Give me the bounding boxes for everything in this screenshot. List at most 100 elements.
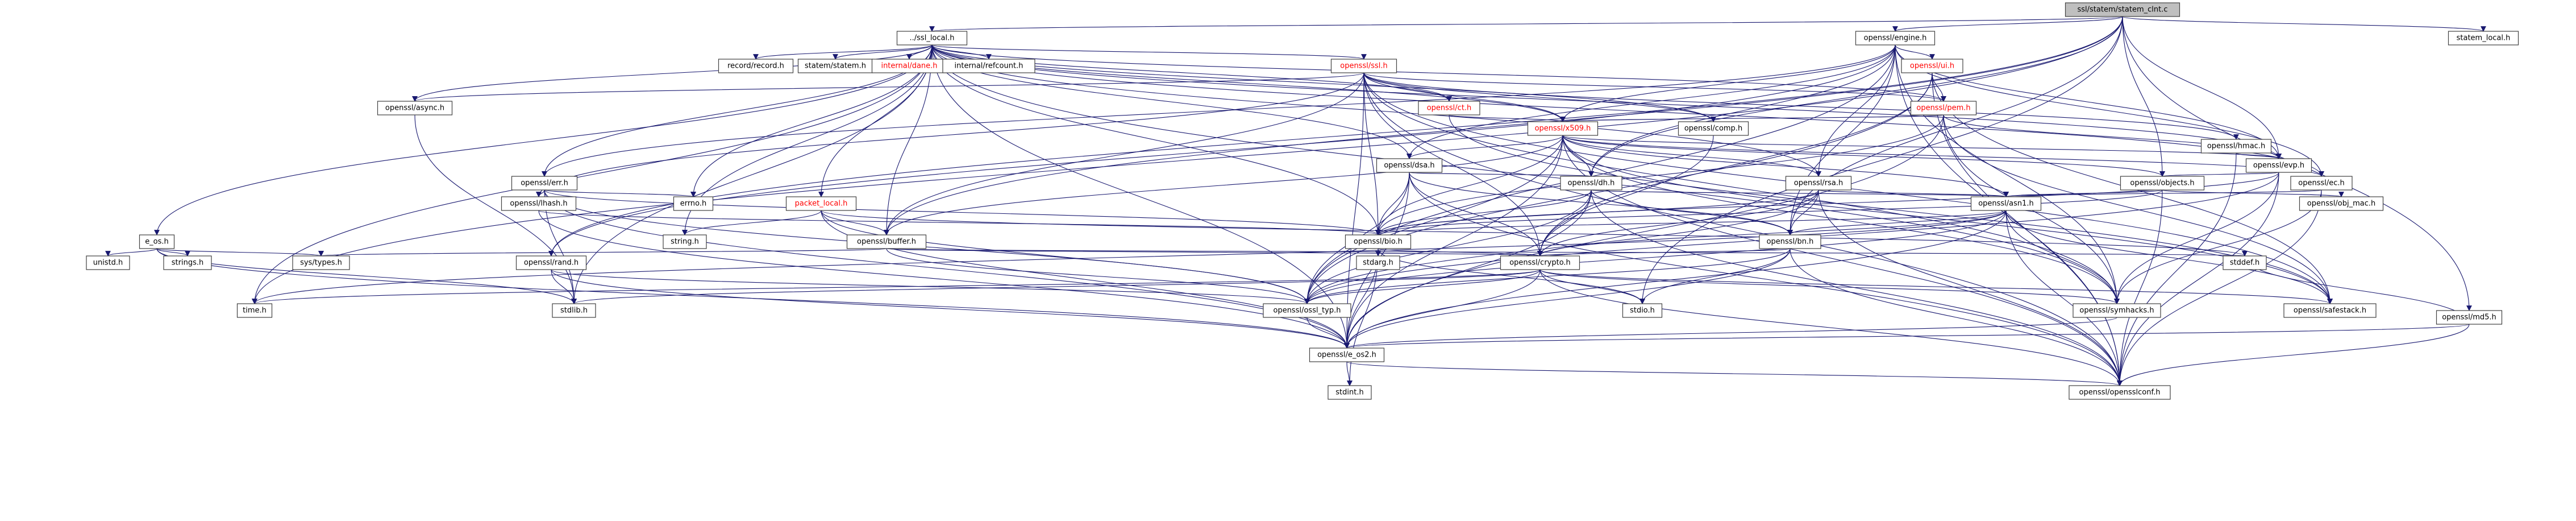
- node-stddef[interactable]: stddef.h: [2223, 255, 2267, 270]
- edge-rsa-to-asn1: [1818, 189, 2009, 197]
- node-box: [1560, 176, 1622, 191]
- node-box: [1330, 59, 1397, 73]
- edge-ssl_local-to-ec: [931, 44, 2324, 177]
- node-label: openssl/evp.h: [2253, 162, 2304, 170]
- node-unistd[interactable]: unistd.h: [86, 255, 130, 270]
- node-crypto[interactable]: openssl/crypto.h: [1500, 255, 1580, 270]
- edge-buffer-to-stddef: [886, 248, 2246, 257]
- node-box: [2283, 303, 2377, 318]
- node-box: [1785, 176, 1852, 191]
- node-label: internal/refcount.h: [955, 62, 1023, 71]
- node-label: openssl/ssl.h: [1340, 62, 1388, 71]
- node-errno[interactable]: errno.h: [673, 196, 714, 211]
- node-pem[interactable]: openssl/pem.h: [1910, 101, 1977, 115]
- node-time[interactable]: time.h: [236, 303, 273, 318]
- node-safestack[interactable]: openssl/safestack.h: [2283, 303, 2377, 318]
- node-statem[interactable]: statem/statem.h: [797, 59, 873, 73]
- node-lhash[interactable]: openssl/lhash.h: [501, 196, 577, 211]
- node-strings[interactable]: strings.h: [163, 255, 212, 270]
- edge-dsa-to-bio: [1375, 172, 1410, 235]
- node-statem_local[interactable]: statem_local.h: [2448, 31, 2519, 46]
- node-rand[interactable]: openssl/rand.h: [515, 255, 587, 270]
- edge-e_os-to-stdlib: [156, 248, 577, 304]
- node-ui[interactable]: openssl/ui.h: [1901, 59, 1963, 73]
- node-ssl[interactable]: openssl/ssl.h: [1330, 59, 1397, 73]
- node-rsa[interactable]: openssl/rsa.h: [1785, 176, 1852, 191]
- node-evp[interactable]: openssl/evp.h: [2245, 158, 2312, 173]
- edge-engine-to-err: [542, 44, 1896, 177]
- edge-dsa-to-crypto: [1409, 172, 1543, 257]
- node-buffer[interactable]: openssl/buffer.h: [846, 234, 927, 249]
- node-engine[interactable]: openssl/engine.h: [1855, 31, 1936, 46]
- edge-x509-to-objects: [1562, 135, 2165, 177]
- node-e_os[interactable]: e_os.h: [139, 234, 175, 249]
- node-box: [1418, 101, 1480, 115]
- node-asn1[interactable]: openssl/asn1.h: [1970, 196, 2042, 211]
- node-box: [1309, 348, 1385, 362]
- edge-asn1-to-crypto: [1537, 210, 2007, 257]
- node-dsa[interactable]: openssl/dsa.h: [1376, 158, 1443, 173]
- edge-ct-to-x509: [1449, 114, 1566, 122]
- node-packet[interactable]: packet_local.h: [785, 196, 857, 211]
- node-symhacks[interactable]: openssl/symhacks.h: [2073, 303, 2161, 318]
- node-hmac[interactable]: openssl/hmac.h: [2200, 139, 2272, 154]
- node-string[interactable]: string.h: [663, 234, 707, 249]
- edge-evp-to-opensslconf: [2117, 172, 2279, 386]
- node-label: openssl/comp.h: [1684, 125, 1742, 133]
- node-obj_mac[interactable]: openssl/obj_mac.h: [2299, 196, 2384, 211]
- node-record[interactable]: record/record.h: [718, 59, 794, 73]
- edge-crypto-to-safestack: [1539, 269, 2333, 304]
- node-async[interactable]: openssl/async.h: [377, 101, 453, 115]
- edge-ssl-to-e_os2: [1344, 72, 1364, 349]
- node-box: [1263, 303, 1351, 318]
- node-box: [1622, 303, 1663, 318]
- node-x509[interactable]: openssl/x509.h: [1527, 121, 1599, 136]
- node-stdarg[interactable]: stdarg.h: [1356, 255, 1400, 270]
- edge-packet-to-ossl_typ: [821, 210, 1310, 304]
- node-box: [1678, 121, 1749, 136]
- edge-rsa-to-bio: [1375, 189, 1819, 235]
- node-label: ssl/statem/statem_clnt.c: [2078, 6, 2168, 14]
- node-stdint[interactable]: stdint.h: [1327, 385, 1372, 400]
- node-label: record/record.h: [727, 62, 784, 71]
- edge-ssl_local-to-record: [753, 44, 933, 60]
- node-ct[interactable]: openssl/ct.h: [1418, 101, 1480, 115]
- edge-ec-to-opensslconf: [2117, 189, 2322, 386]
- node-label: openssl/buffer.h: [857, 238, 916, 246]
- node-stdio[interactable]: stdio.h: [1622, 303, 1663, 318]
- node-box: [1901, 59, 1963, 73]
- edge-err-to-errno: [544, 189, 696, 197]
- node-refcount[interactable]: internal/refcount.h: [942, 59, 1035, 73]
- edge-dh-to-opensslconf: [1591, 189, 2123, 386]
- node-box: [552, 303, 596, 318]
- node-dane[interactable]: internal/dane.h: [871, 59, 947, 73]
- node-systypes[interactable]: sys/types.h: [292, 255, 350, 270]
- node-dh[interactable]: openssl/dh.h: [1560, 176, 1622, 191]
- edge-engine-to-bn: [1787, 44, 1896, 235]
- node-md5[interactable]: openssl/md5.h: [2436, 310, 2503, 325]
- node-ossl_typ[interactable]: openssl/ossl_typ.h: [1263, 303, 1351, 318]
- node-err[interactable]: openssl/err.h: [511, 176, 578, 191]
- edge-ssl_local-to-e_os: [154, 44, 933, 235]
- node-bio[interactable]: openssl/bio.h: [1345, 234, 1412, 249]
- node-bn[interactable]: openssl/bn.h: [1759, 234, 1821, 249]
- edge-bio-to-crypto: [1378, 248, 1543, 257]
- node-box: [2073, 303, 2161, 318]
- edge-rsa-to-bn: [1787, 189, 1819, 235]
- node-stdlib[interactable]: stdlib.h: [552, 303, 596, 318]
- edge-ssl-to-comp: [1363, 72, 1716, 122]
- node-ec[interactable]: openssl/ec.h: [2290, 176, 2353, 191]
- node-label: openssl/engine.h: [1864, 34, 1927, 43]
- node-label: openssl/opensslconf.h: [2079, 388, 2161, 397]
- node-comp[interactable]: openssl/comp.h: [1678, 121, 1749, 136]
- node-label: openssl/lhash.h: [510, 200, 567, 208]
- node-objects[interactable]: openssl/objects.h: [2120, 176, 2205, 191]
- node-ssl_local[interactable]: ../ssl_local.h: [896, 31, 968, 46]
- node-opensslconf[interactable]: openssl/opensslconf.h: [2069, 385, 2171, 400]
- node-e_os2[interactable]: openssl/e_os2.h: [1309, 348, 1385, 362]
- node-label: openssl/symhacks.h: [2079, 307, 2154, 315]
- edge-ssl-to-ct: [1363, 72, 1452, 102]
- node-box: [501, 196, 577, 211]
- edge-dsa-to-bn: [1409, 172, 1793, 235]
- edge-engine-to-dh: [1588, 44, 1896, 177]
